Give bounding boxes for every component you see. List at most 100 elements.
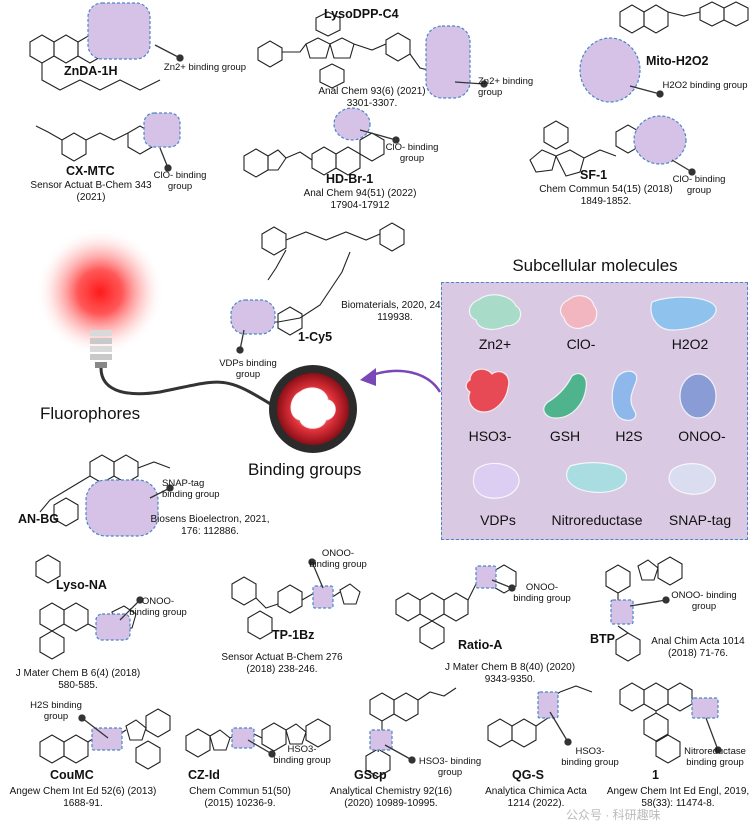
h2o2-label: H2O2 [671, 336, 709, 352]
clo-label: ClO- [566, 336, 596, 352]
gscp-highlight [369, 729, 393, 751]
sf1-ref: Chem Commun 54(15) (2018) 1849-1852. [539, 184, 673, 207]
lysodpp-highlight [425, 25, 471, 99]
snap-label: SNAP-tag [668, 512, 732, 528]
cy5-structure [261, 222, 405, 336]
gscp-ref: Analytical Chemistry 92(16) (2020) 10989… [329, 786, 453, 809]
vdps-label: VDPs [480, 512, 516, 528]
clo-shape [559, 295, 598, 330]
bulb-base [90, 330, 112, 368]
lysodpp-binding-group: Zn2+ binding group [478, 76, 534, 98]
nitro-label: Nitroreductase [551, 512, 643, 528]
one-highlight [691, 697, 719, 719]
ratioa-highlight [475, 565, 497, 589]
gsh-shape [543, 373, 587, 419]
tp1bz-ref: Sensor Actuat B-Chem 276 (2018) 238-246. [221, 652, 343, 675]
btp-binding-group: ONOO- binding group [671, 590, 737, 612]
ratioa-name: Ratio-A [458, 638, 503, 652]
qgs-name: QG-S [512, 768, 544, 782]
btp-highlight [610, 599, 634, 625]
czid-ref: Chem Commun 51(50) (2015) 10236-9. [189, 786, 291, 809]
ratioa-binding-group: ONOO- binding group [513, 582, 571, 604]
h2s-shape [611, 370, 638, 422]
anbg-structure [39, 454, 171, 527]
h2o2-shape [650, 296, 717, 331]
cxmtc-structure [35, 125, 153, 162]
anbg-name: AN-BG [18, 512, 59, 526]
fluorophores-label: Fluorophores [40, 404, 141, 423]
qgs-ref: Analytica Chimica Acta 1214 (2022). [485, 786, 587, 809]
hdbr-structure [243, 132, 385, 178]
btp-ref: Anal Chim Acta 1014 (2018) 71-76. [651, 636, 745, 659]
zn-label: Zn2+ [478, 336, 512, 352]
snap-shape [668, 463, 716, 495]
one-name: 1 [652, 768, 659, 782]
anbg-highlight [85, 479, 159, 537]
sf1-binding-group: ClO- binding group [672, 174, 726, 196]
hdbr-name: HD-Br-1 [326, 172, 374, 186]
tp1bz-highlight [312, 585, 334, 609]
tp1bz-binding-group: ONOO- binding group [309, 548, 367, 570]
hdbr-highlight [333, 107, 371, 141]
gscp-binding-group: HSO3- binding group [418, 756, 482, 778]
cxmtc-name: CX-MTC [66, 164, 115, 178]
one-binding-group: Nitroreductase binding group [684, 746, 746, 768]
cy5-binding-group: VDPs binding group [219, 358, 277, 380]
hso3-label: HSO3- [468, 428, 512, 444]
binding-blob [290, 387, 336, 429]
czid-highlight [231, 727, 255, 749]
sf1-name: SF-1 [580, 168, 608, 182]
zinda-name: ZnDA-1H [64, 64, 118, 78]
coumc-binding-group: H2S binding group [30, 700, 82, 722]
arrowhead [360, 368, 376, 386]
lysodpp-ref: Anal Chem 93(6) (2021) 3301-3307. [318, 86, 426, 109]
qgs-highlight [537, 691, 559, 719]
cxmtc-binding-group: ClO- binding group [153, 170, 207, 192]
lysona-highlight [95, 613, 131, 641]
anbg-ref: Biosens Bioelectron, 2021, 176: 112886. [150, 514, 270, 537]
tp1bz-name: TP-1Bz [272, 628, 315, 642]
hso3-shape [465, 368, 510, 413]
cxmtc-ref: Sensor Actuat B-Chem 343 (2021) [30, 180, 152, 203]
lysona-name: Lyso-NA [56, 578, 107, 592]
hdbr-binding-group: ClO- binding group [385, 142, 439, 164]
binding-groups-label: Binding groups [248, 460, 362, 479]
zn-shape [468, 294, 522, 330]
zinda-binding-group: Zn2+ binding group [163, 62, 247, 73]
anbg-binding-group: SNAP-tag binding group [162, 478, 220, 500]
btp-structure [605, 556, 683, 662]
ratioa-ref: J Mater Chem B 8(40) (2020) 9343-9350. [444, 662, 576, 685]
cy5-name: 1-Cy5 [298, 330, 333, 344]
czid-binding-group: HSO3- binding group [273, 744, 331, 766]
h2s-label: H2S [615, 428, 643, 444]
btp-name: BTP [590, 632, 615, 646]
sf1-highlight [633, 115, 687, 165]
mito-highlight [579, 37, 641, 103]
nitro-shape [566, 462, 628, 493]
lysona-ref: J Mater Chem B 6(4) (2018) 580-585. [15, 668, 141, 691]
one-ref: Angew Chem Int Ed Engl, 2019, 58(33): 11… [606, 786, 750, 809]
gscp-structure [365, 687, 457, 778]
mito-binding-group: H2O2 binding group [662, 80, 748, 91]
gscp-name: GScp [354, 768, 387, 782]
coumc-ref: Angew Chem Int Ed 52(6) (2013) 1688-91. [9, 786, 157, 809]
czid-name: CZ-Id [188, 768, 220, 782]
coumc-name: CouMC [50, 768, 94, 782]
cxmtc-highlight [143, 112, 181, 148]
vdps-shape [472, 462, 520, 499]
lysodpp-name: LysoDPP-C4 [324, 7, 399, 21]
cy5-highlight [230, 299, 276, 335]
cable [99, 367, 275, 408]
onoo-shape [679, 373, 717, 419]
arrow [371, 369, 442, 393]
zinda-highlight [87, 2, 151, 60]
cy5-ref: Biomaterials, 2020, 243: 119938. [341, 300, 449, 323]
mito-structure [619, 1, 749, 34]
gsh-label: GSH [549, 428, 581, 444]
mito-name: Mito-H2O2 [646, 54, 709, 68]
hdbr-ref: Anal Chem 94(51) (2022) 17904-17912 [303, 188, 417, 211]
bulb-glow [36, 228, 164, 356]
